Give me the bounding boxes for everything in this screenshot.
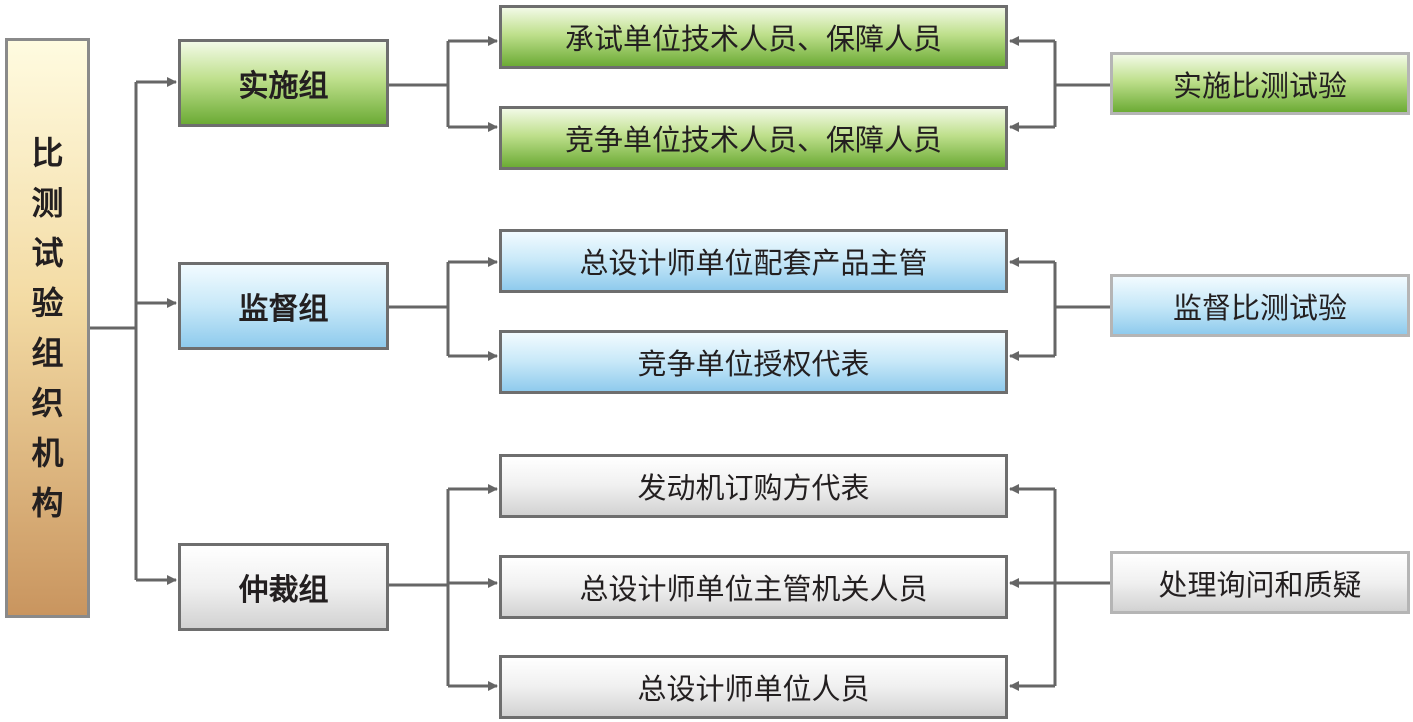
root-char: 验 [31,284,64,322]
root-char: 构 [31,484,64,522]
member-box: 总设计师单位人员 [499,655,1008,719]
function-box-supervision: 监督比测试验 [1110,274,1410,337]
root-box: 比 测 试 验 组 织 机 构 [5,38,90,618]
member-box: 总设计师单位配套产品主管 [499,229,1008,293]
group-box-arbitration: 仲裁组 [178,543,389,631]
root-char: 机 [31,434,64,472]
group-box-supervision: 监督组 [178,262,389,350]
member-box: 发动机订购方代表 [499,454,1008,518]
root-char: 组 [31,334,64,372]
group-box-implementation: 实施组 [178,39,389,127]
root-char: 测 [31,184,64,222]
root-char: 织 [31,384,64,422]
root-char: 比 [31,134,64,172]
root-char: 试 [31,234,64,272]
member-box: 总设计师单位主管机关人员 [499,555,1008,619]
function-box-implementation: 实施比测试验 [1110,52,1410,115]
function-box-arbitration: 处理询问和质疑 [1110,551,1410,614]
member-box: 竞争单位技术人员、保障人员 [499,106,1008,170]
member-box: 承试单位技术人员、保障人员 [499,5,1008,69]
member-box: 竞争单位授权代表 [499,330,1008,394]
